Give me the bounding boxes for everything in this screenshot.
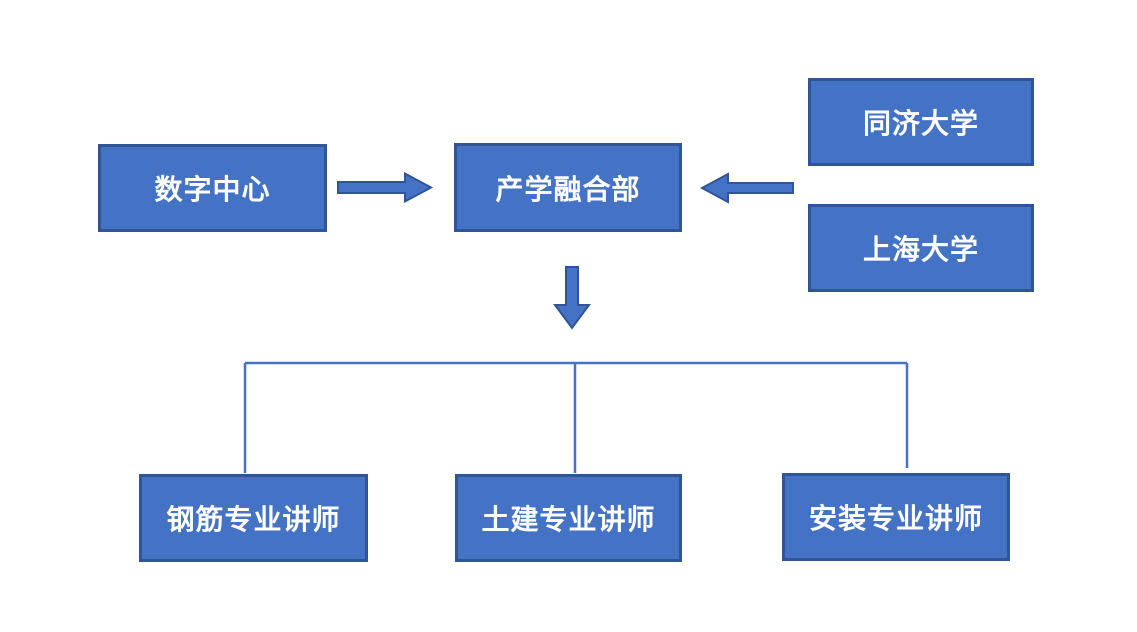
arrow-right-icon — [337, 171, 434, 204]
node-digital-center-label: 数字中心 — [154, 173, 271, 206]
node-digital-center: 数字中心 — [98, 144, 327, 232]
node-civil-lecturer: 土建专业讲师 — [455, 474, 682, 562]
node-integration-dept: 产学融合部 — [454, 143, 682, 232]
arrow-down-icon — [553, 266, 591, 330]
node-shanghai-university: 上海大学 — [808, 204, 1034, 292]
node-shanghai-university-label: 上海大学 — [862, 233, 979, 266]
node-tongji-university-label: 同济大学 — [862, 107, 979, 140]
node-integration-dept-label: 产学融合部 — [495, 172, 641, 206]
node-install-lecturer: 安装专业讲师 — [782, 473, 1010, 561]
arrow-left-icon — [699, 172, 794, 204]
node-rebar-lecturer: 钢筋专业讲师 — [139, 474, 368, 562]
node-rebar-lecturer-label: 钢筋专业讲师 — [166, 503, 341, 536]
tree-connector-lines — [243, 361, 909, 473]
node-civil-lecturer-label: 土建专业讲师 — [481, 503, 656, 536]
node-install-lecturer-label: 安装专业讲师 — [808, 502, 983, 535]
node-tongji-university: 同济大学 — [808, 78, 1034, 166]
